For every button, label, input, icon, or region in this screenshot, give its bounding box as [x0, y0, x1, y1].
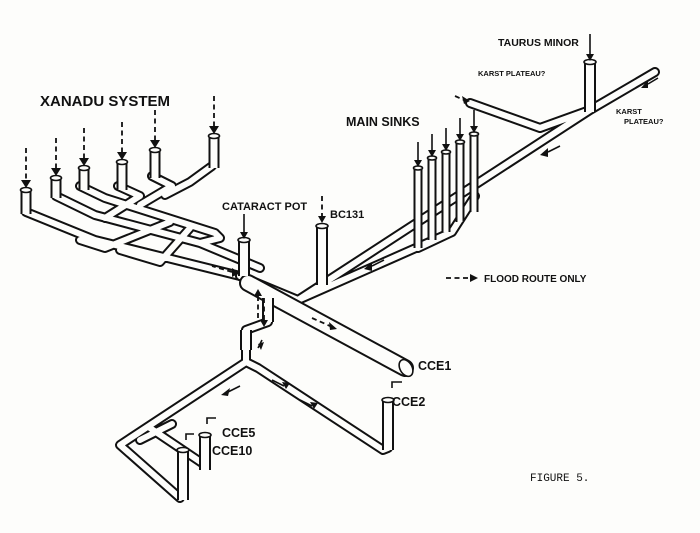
- legend-flood-route-label: FLOOD ROUTE ONLY: [484, 274, 587, 285]
- cce1-passage: [239, 274, 414, 378]
- main-sink-shafts: [412, 131, 480, 248]
- cce1-entrance: [398, 358, 414, 378]
- xanadu-passages: [21, 161, 265, 281]
- cce2-label: CCE2: [392, 395, 425, 409]
- cce10-entrance: [176, 446, 190, 454]
- cataract-pot-label: CATARACT POT: [222, 201, 307, 213]
- bc131-entrance: [315, 222, 329, 230]
- cce5-label: CCE5: [222, 426, 255, 440]
- cce5-entrance: [198, 431, 212, 439]
- lower-passages: [115, 317, 393, 503]
- shafts: [19, 58, 597, 500]
- bc131-label: BC131: [330, 209, 364, 221]
- figure-number-label: FIGURE 5.: [530, 473, 589, 485]
- cce1-label: CCE1: [418, 359, 451, 373]
- passage-network: [21, 67, 660, 503]
- flow-arrows: [185, 34, 659, 440]
- labels: XANADU SYSTEM TAURUS MINOR KARST PLATEAU…: [40, 37, 664, 485]
- other-shafts: [176, 58, 597, 500]
- xanadu-system-label: XANADU SYSTEM: [40, 93, 170, 110]
- legend: FLOOD ROUTE ONLY: [446, 274, 587, 285]
- xanadu-shafts: [19, 132, 221, 214]
- cce10-label: CCE10: [212, 444, 252, 458]
- main-sinks-label: MAIN SINKS: [346, 115, 420, 129]
- karst-plateau-label-1: KARST PLATEAU?: [478, 69, 546, 78]
- cce2-entrance: [381, 396, 395, 404]
- taurus-minor-label: TAURUS MINOR: [498, 37, 579, 49]
- flood-route-arrows: [21, 95, 470, 330]
